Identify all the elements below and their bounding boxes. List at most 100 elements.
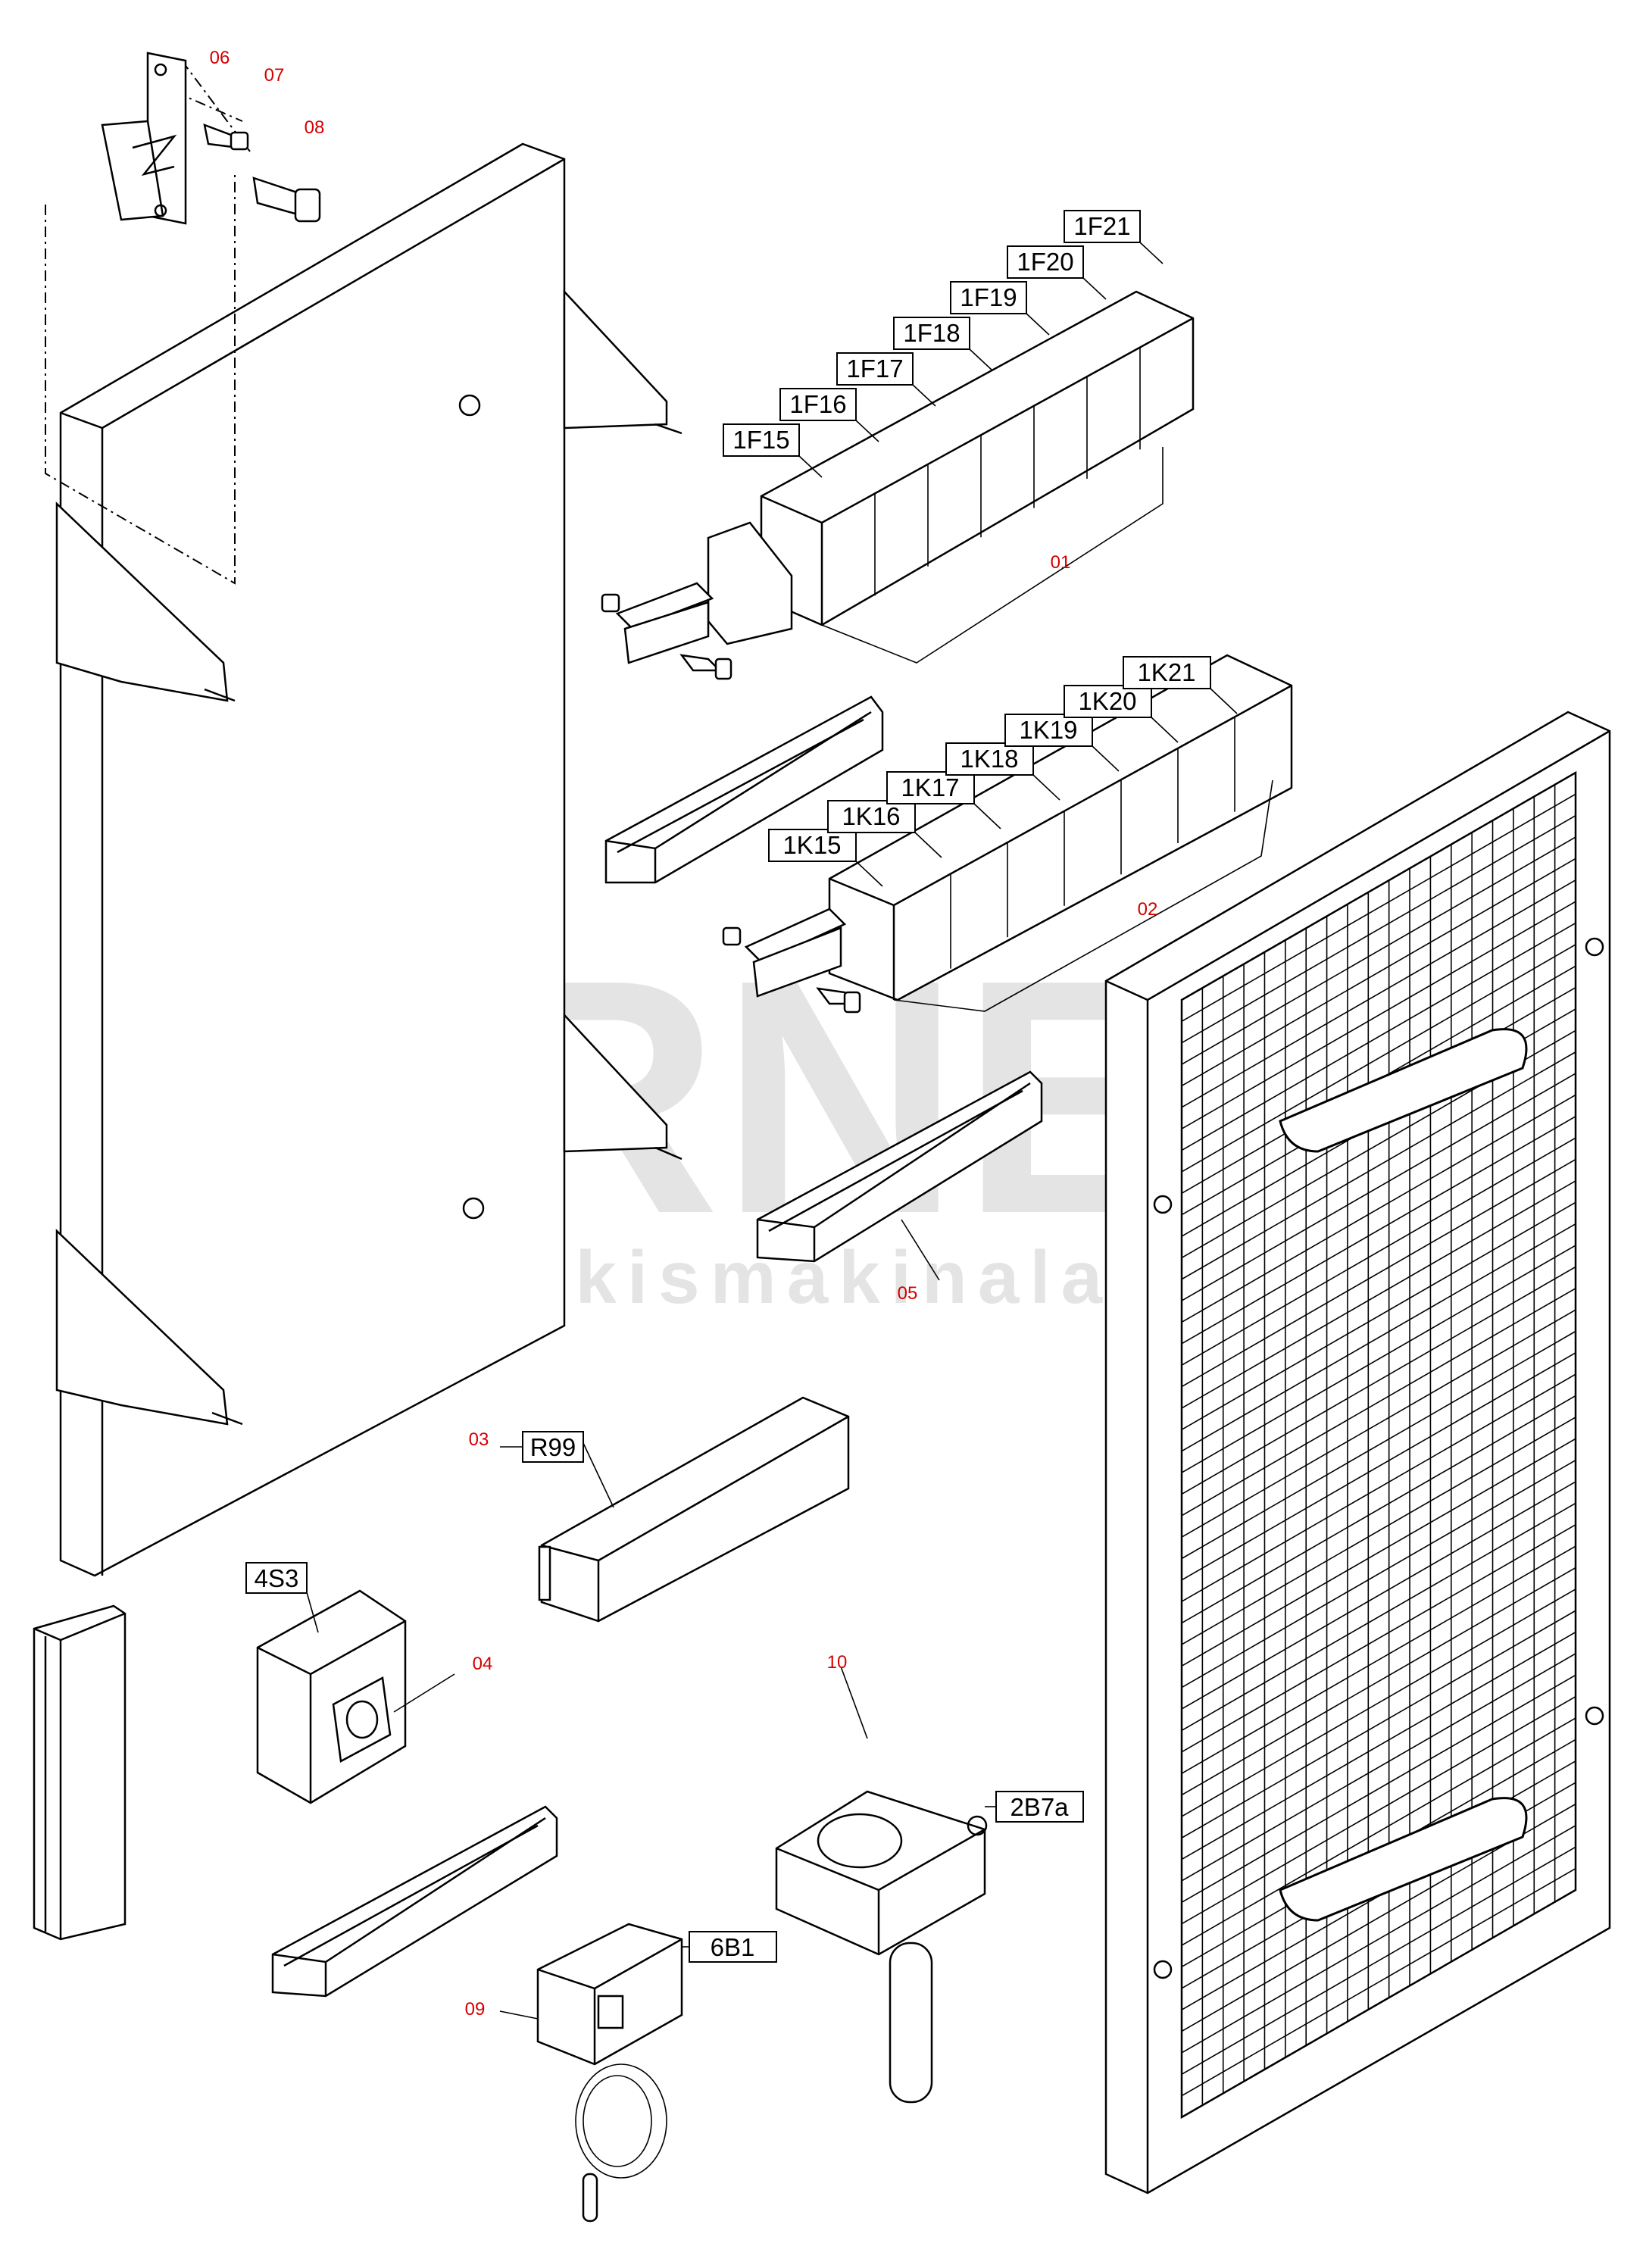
svg-text:1F15: 1F15 [732, 426, 789, 454]
mesh-line [1181, 1459, 1576, 1689]
mesh-line [1181, 1867, 1576, 2097]
part-number-04: 04 [473, 1654, 493, 1674]
pressure-switch [499, 1923, 683, 2223]
part-number-07: 07 [264, 65, 285, 86]
component-label-switch: 4S3 [245, 1562, 308, 1594]
cable-duct-upper [604, 695, 884, 884]
mesh-line [1181, 1309, 1576, 1538]
mesh-line [1181, 1288, 1576, 1517]
component-label-pressure-switch: 6B1 [682, 1931, 777, 1963]
svg-text:6B1: 6B1 [711, 1933, 755, 1961]
svg-text:1K18: 1K18 [960, 745, 1018, 773]
mesh-line [1181, 1158, 1576, 1388]
contactor-label: 1K18 [945, 742, 1060, 801]
mesh-line [1181, 1696, 1576, 1925]
part-number-02: 02 [1138, 899, 1158, 920]
svg-text:1K15: 1K15 [782, 831, 841, 859]
mesh-line [1181, 944, 1576, 1173]
mesh-line [1181, 1073, 1576, 1301]
breaker-label: 1F19 [950, 281, 1050, 336]
svg-text:1F17: 1F17 [846, 355, 903, 383]
breaker-label: 1F15 [723, 423, 823, 478]
breaker-label: 1F21 [1064, 210, 1164, 264]
mesh-line [1181, 1417, 1576, 1645]
mesh-line [1181, 1631, 1576, 1860]
svg-text:1F19: 1F19 [960, 283, 1017, 311]
breaker-label: 1F17 [836, 352, 936, 407]
mesh-line [1181, 1137, 1576, 1366]
mesh-line [1181, 1438, 1576, 1667]
mesh-line [1181, 1717, 1576, 1946]
breaker-label: 1F20 [1007, 245, 1107, 300]
cabinet-door-panel [45, 60, 683, 1577]
part-number-05: 05 [898, 1283, 918, 1304]
mesh-line [1181, 901, 1576, 1129]
svg-text:1K21: 1K21 [1137, 658, 1195, 686]
component-label-resistor: R99 [500, 1431, 584, 1463]
thermostat [775, 1666, 988, 2104]
mesh-line [1181, 1567, 1576, 1796]
svg-text:1K16: 1K16 [842, 802, 900, 830]
mesh-line [1181, 1051, 1576, 1280]
mesh-line [1181, 1610, 1576, 1838]
mesh-line [1181, 1545, 1576, 1774]
svg-text:4S3: 4S3 [255, 1564, 299, 1592]
mesh-line [1181, 922, 1576, 1151]
svg-text:1F18: 1F18 [903, 319, 960, 347]
part-numbers: 06 07 08 01 02 05 03 04 10 09 [210, 48, 1158, 2020]
breaker-label: 1F16 [779, 388, 879, 442]
mesh-line [1181, 1589, 1576, 1817]
mesh-line [1181, 1330, 1576, 1560]
mesh-line [1181, 1502, 1576, 1732]
main-switch [256, 1589, 455, 1804]
cable-duct-lower [271, 1805, 558, 1998]
contactor-label: 1K15 [768, 829, 883, 887]
mesh-line [1181, 1201, 1576, 1431]
mesh-line [1181, 793, 1576, 1023]
circuit-breaker-block [601, 290, 1195, 680]
part-number-10: 10 [827, 1652, 848, 1673]
mesh-line [1181, 815, 1576, 1044]
svg-text:1K19: 1K19 [1019, 716, 1077, 744]
mesh-line [1181, 858, 1576, 1087]
mesh-line [1181, 836, 1576, 1065]
svg-text:1F20: 1F20 [1017, 248, 1073, 276]
svg-text:R99: R99 [530, 1433, 576, 1461]
mesh-line [1181, 1352, 1576, 1581]
component-label-thermostat: 2B7a [985, 1791, 1084, 1823]
part-number-06: 06 [210, 48, 230, 68]
mesh-line [1181, 1674, 1576, 1904]
mesh-guard-door [1104, 711, 1611, 2195]
mesh-line [1181, 1373, 1576, 1602]
svg-text:1K20: 1K20 [1078, 687, 1136, 715]
mesh-line [1181, 1223, 1576, 1452]
contactor-label: 1K17 [886, 771, 1001, 829]
svg-text:1F16: 1F16 [789, 390, 846, 418]
mesh-line [1181, 1094, 1576, 1323]
heater-resistor [538, 1396, 850, 1623]
hinge-bracket [101, 52, 321, 225]
mesh-line [1181, 879, 1576, 1108]
mesh-line [1181, 1395, 1576, 1624]
contactor-label: 1K19 [1004, 714, 1120, 772]
mesh-line [1181, 1245, 1576, 1473]
part-number-09: 09 [465, 1999, 486, 2020]
cable-duct-middle [756, 1070, 1043, 1281]
contactor-block [722, 654, 1293, 1014]
part-number-03: 03 [469, 1429, 489, 1450]
part-number-08: 08 [305, 117, 325, 138]
breaker-label: 1F18 [893, 317, 993, 371]
contactor-label: 1K16 [827, 800, 942, 858]
cable-duct-vertical [33, 1604, 127, 1941]
mesh-line [1181, 1180, 1576, 1409]
mesh-line [1181, 1266, 1576, 1495]
mesh-line [1181, 1846, 1576, 2075]
mesh-line [1181, 1524, 1576, 1753]
svg-text:2B7a: 2B7a [1010, 1793, 1069, 1821]
mesh-line [1181, 1653, 1576, 1882]
mesh-line [1181, 1825, 1576, 2054]
